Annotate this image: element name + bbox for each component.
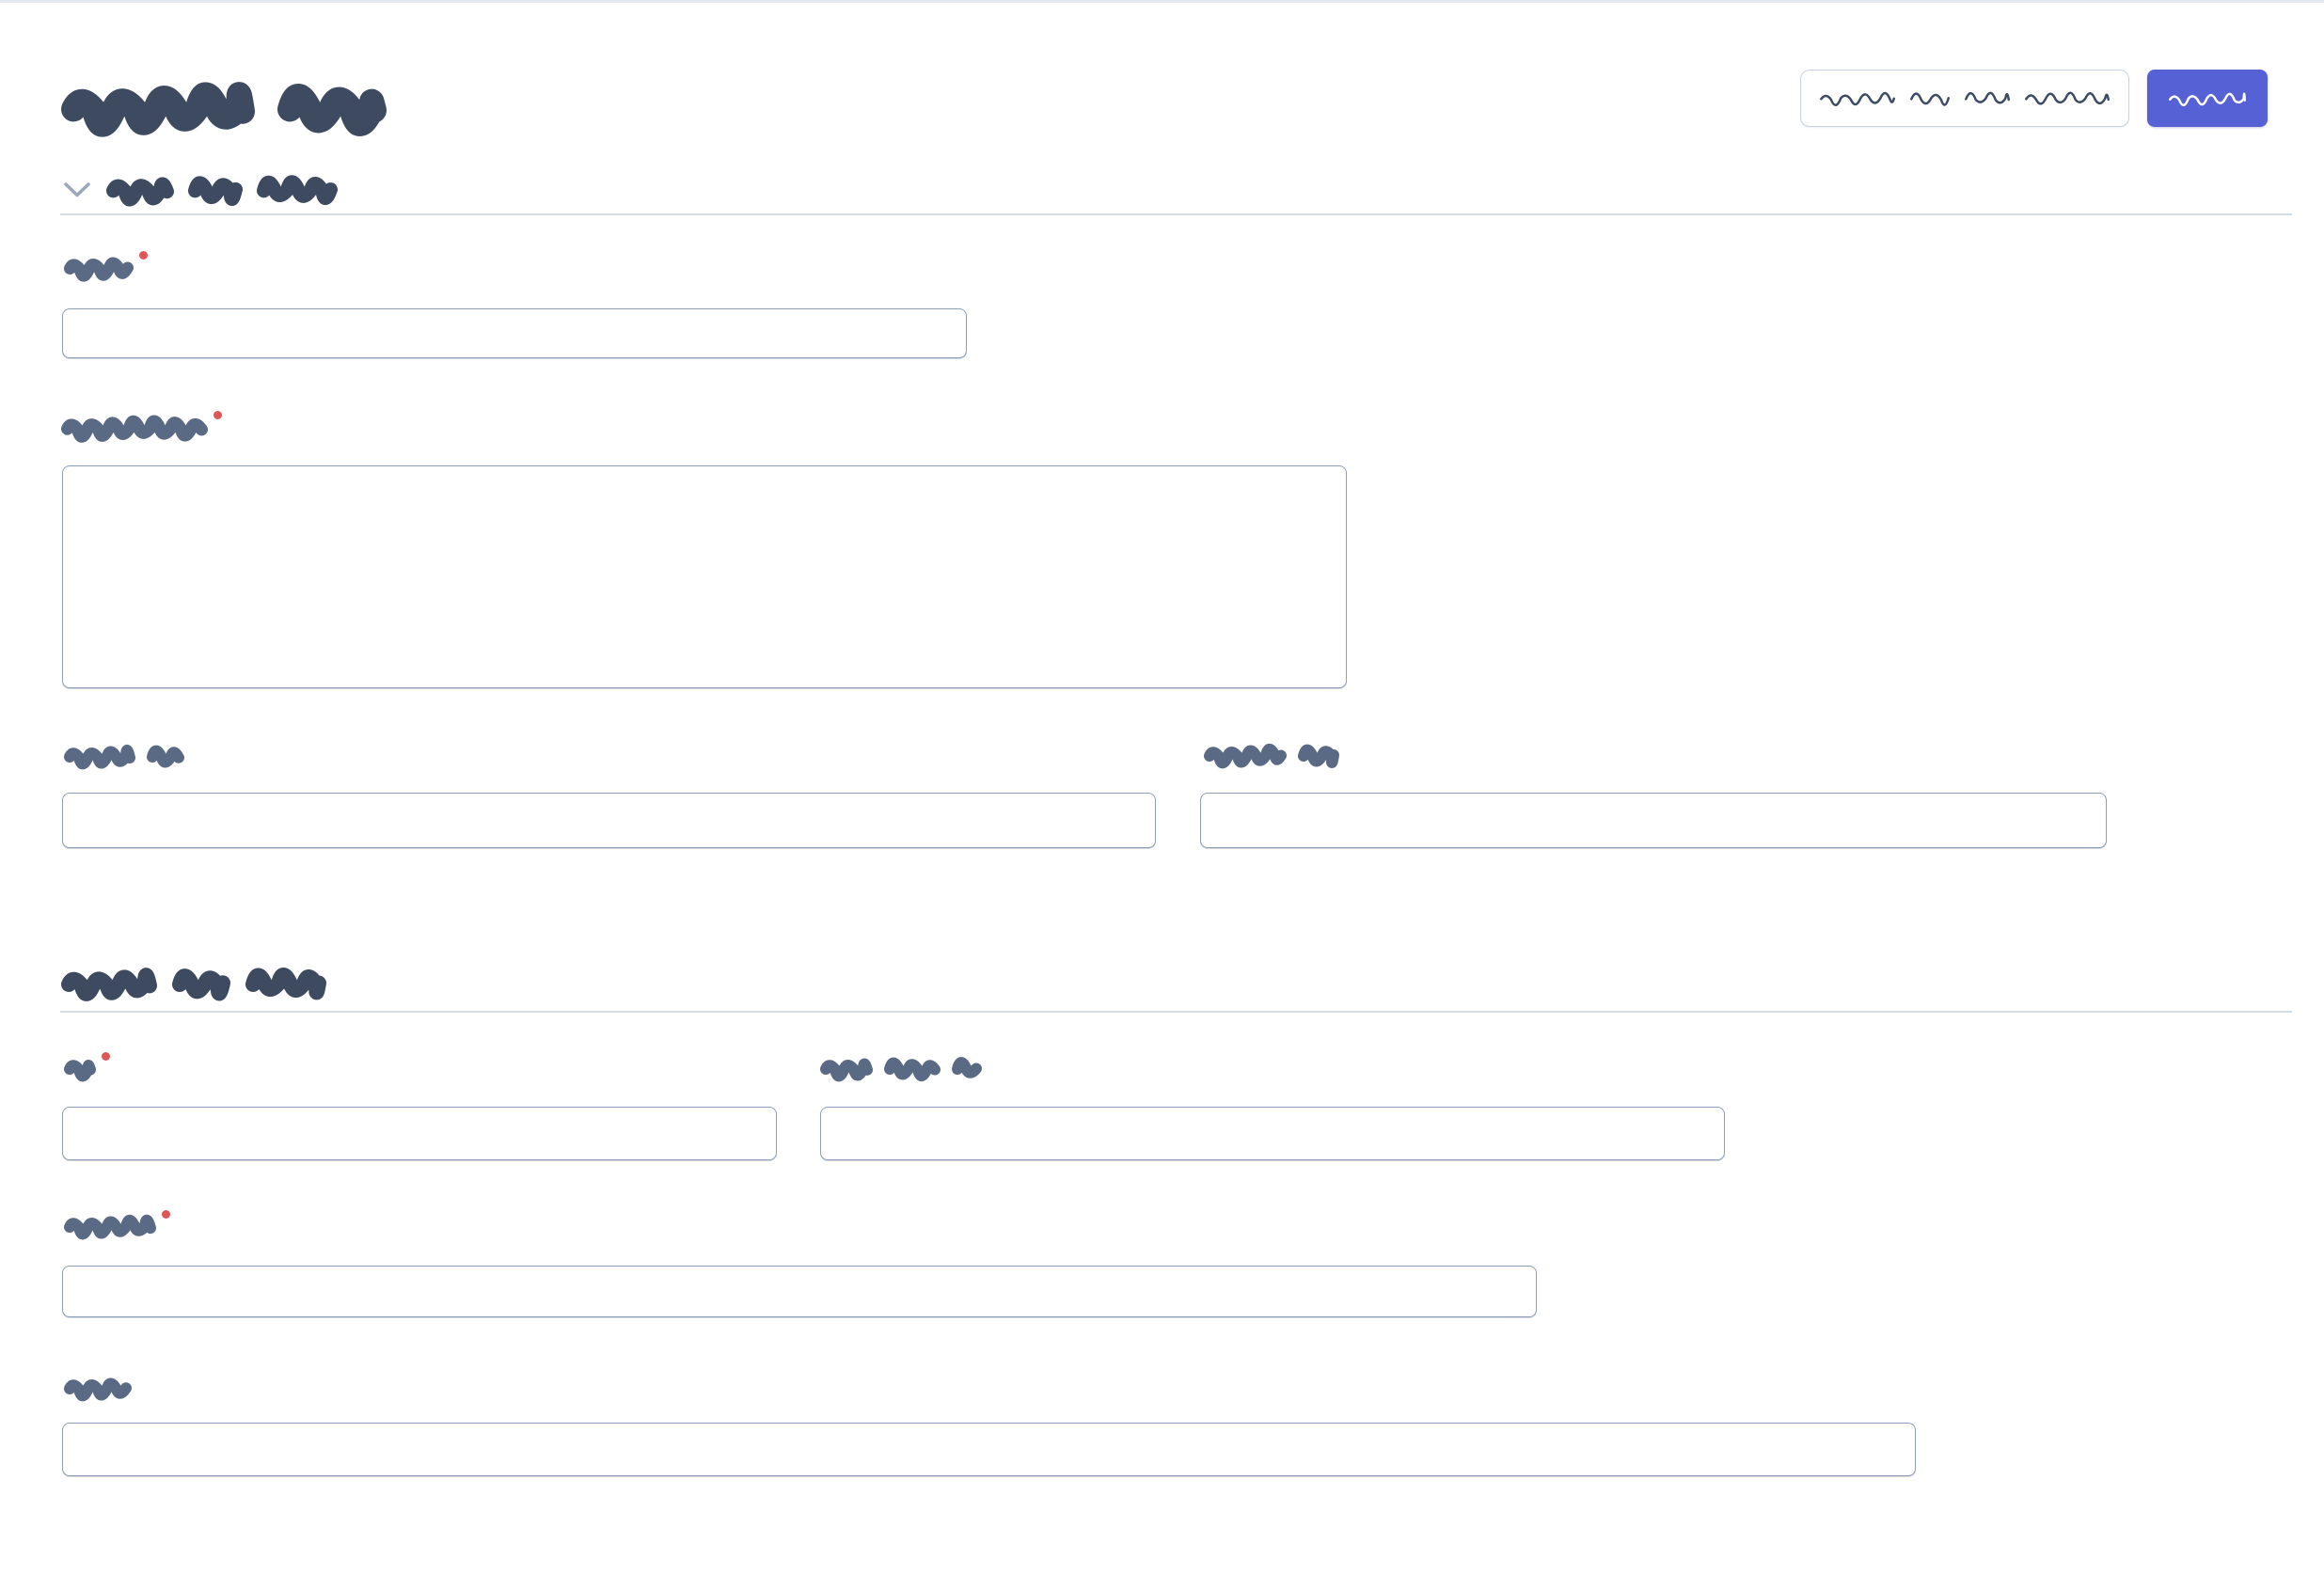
field-2-label (60, 411, 222, 443)
field-1-label (63, 251, 148, 282)
section-one-title (105, 175, 339, 207)
field-6-label (819, 1057, 983, 1082)
field-4-label (1203, 743, 1340, 769)
field-4-input[interactable] (1200, 793, 2107, 848)
page-title (60, 82, 387, 137)
header-primary-button[interactable] (2147, 70, 2268, 127)
section-two-divider (60, 1011, 2292, 1013)
field-7-input[interactable] (62, 1266, 1537, 1317)
field-2-textarea[interactable] (62, 465, 1347, 688)
field-3-input[interactable] (62, 793, 1156, 848)
field-5-input[interactable] (62, 1107, 777, 1160)
required-marker (213, 411, 222, 419)
top-rule (0, 0, 2324, 3)
required-marker (162, 1210, 170, 1219)
field-8-label (63, 1377, 133, 1402)
required-marker (102, 1052, 110, 1061)
required-marker (139, 251, 148, 260)
header-secondary-button-label (1819, 91, 2111, 107)
section-one-collapse-toggle[interactable] (63, 181, 91, 199)
field-6-input[interactable] (820, 1107, 1725, 1160)
section-two-title (60, 968, 327, 1001)
header-primary-button-label (2168, 92, 2247, 106)
field-8-input[interactable] (62, 1423, 1916, 1476)
chevron-down-icon (64, 182, 90, 197)
field-5-label (63, 1052, 110, 1082)
field-3-label (63, 744, 185, 770)
field-1-input[interactable] (62, 308, 967, 358)
header-secondary-button[interactable] (1800, 70, 2129, 127)
field-7-label (63, 1210, 170, 1240)
section-one-divider (60, 213, 2292, 215)
